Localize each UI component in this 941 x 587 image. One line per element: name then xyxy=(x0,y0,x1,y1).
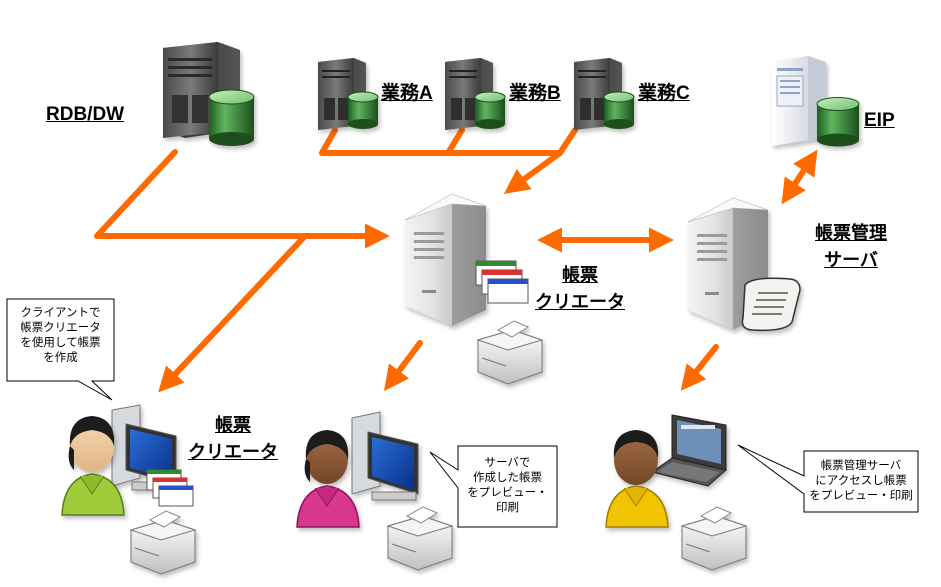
document-scroll-icon xyxy=(741,277,801,332)
callout-mgmt xyxy=(737,444,919,513)
printer-icon-preview xyxy=(386,506,454,571)
rdb-database-icon xyxy=(208,89,255,146)
connector-lines xyxy=(94,127,818,393)
callout-client-line: 帳票クリエータ xyxy=(20,320,101,334)
gyomu-c-label: 業務C xyxy=(638,83,690,104)
client-creator-label-line1: 帳票 xyxy=(215,415,251,435)
rdb-label: RDB/DW xyxy=(46,104,125,125)
gyomu-bus xyxy=(319,127,578,156)
arrow-creator-to-preview xyxy=(383,340,423,392)
gyomu-c-server xyxy=(574,58,635,130)
mgmt-server-label-line2: サーバ xyxy=(824,250,878,270)
gyomu-b-label: 業務B xyxy=(509,83,561,104)
mgmt-server-label: 帳票管理 サーバ xyxy=(796,220,906,274)
creator-windows-icon xyxy=(475,260,529,304)
eip-server xyxy=(772,56,826,146)
printer-icon-center xyxy=(476,320,544,385)
person-icon-preview xyxy=(296,430,360,528)
eip-database-icon xyxy=(816,97,860,147)
gyomu-b-server xyxy=(445,58,506,130)
person-icon-mgmt xyxy=(605,430,669,528)
creator-server-label: 帳票 クリエータ xyxy=(530,262,630,316)
client-windows-icon xyxy=(146,469,194,507)
arrow-mgmt-to-client xyxy=(680,344,719,391)
mgmt-server-label-line1: 帳票管理 xyxy=(815,223,887,243)
preview-desktop-icon xyxy=(351,411,419,501)
gyomu-a-server xyxy=(318,58,379,130)
eip-label: EIP xyxy=(864,110,895,131)
callout-preview xyxy=(429,445,558,528)
callout-preview-text: サーバで 作成した帳票 をプレビュー・ 印刷 xyxy=(459,455,556,515)
rdb-server xyxy=(163,42,240,138)
callout-client-line: クライアントで xyxy=(20,305,101,319)
arrow-mgmt-eip xyxy=(781,149,818,205)
callout-client-line: を使用して帳票 xyxy=(20,335,101,349)
callout-client-line: を作成 xyxy=(43,350,78,364)
creator-server-label-line2: クリエータ xyxy=(535,292,625,312)
mgmt-server xyxy=(687,197,769,330)
callout-client-text: クライアントで 帳票クリエータ を使用して帳票 を作成 xyxy=(8,305,113,365)
gyomu-bus-b xyxy=(445,127,465,156)
callout-mgmt-text: 帳票管理サーバ にアクセスし帳票 をプレビュー・印刷 xyxy=(805,458,917,503)
callout-client xyxy=(6,298,115,401)
client-creator-label: 帳票 クリエータ xyxy=(183,412,283,466)
creator-server xyxy=(404,193,487,326)
callout-mgmt-line: 帳票管理サーバ xyxy=(820,458,902,472)
gyomu-a-label: 業務A xyxy=(381,83,433,104)
person-icon-client xyxy=(61,416,125,516)
arrow-rdb-to-creator xyxy=(94,149,391,249)
printer-icon-mgmt xyxy=(680,506,748,571)
printer-icon-client xyxy=(129,510,197,575)
client-desktop-icon xyxy=(111,404,177,491)
arrow-creator-to-client xyxy=(158,233,308,393)
callout-mgmt-line: をプレビュー・印刷 xyxy=(809,488,913,502)
creator-server-label-line1: 帳票 xyxy=(562,265,598,285)
callout-mgmt-line: にアクセスし帳票 xyxy=(815,473,907,487)
laptop-icon xyxy=(650,414,728,487)
callout-preview-line: 作成した帳票 xyxy=(473,470,542,484)
client-creator-label-line2: クリエータ xyxy=(188,442,278,462)
callout-preview-line: 印刷 xyxy=(496,500,519,514)
callout-preview-line: をプレビュー・ xyxy=(467,485,548,499)
arrow-gyomu-to-creator xyxy=(503,150,563,194)
callout-preview-line: サーバで xyxy=(484,455,531,469)
